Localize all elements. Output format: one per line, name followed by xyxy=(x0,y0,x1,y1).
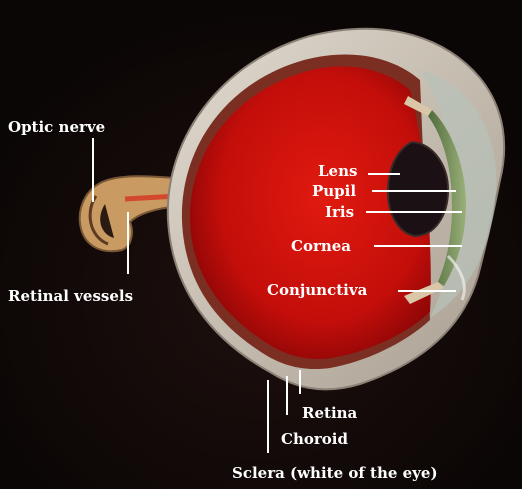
label-sclera: Sclera (white of the eye) xyxy=(232,464,438,482)
label-iris: Iris xyxy=(325,203,354,221)
label-retinal-vessels: Retinal vessels xyxy=(8,287,133,305)
label-retina: Retina xyxy=(302,404,357,422)
label-choroid: Choroid xyxy=(281,430,348,448)
label-pupil: Pupil xyxy=(312,182,356,200)
label-cornea: Cornea xyxy=(291,237,351,255)
label-conjunctiva: Conjunctiva xyxy=(267,281,367,299)
label-lens: Lens xyxy=(318,162,357,180)
label-optic-nerve: Optic nerve xyxy=(8,118,105,136)
